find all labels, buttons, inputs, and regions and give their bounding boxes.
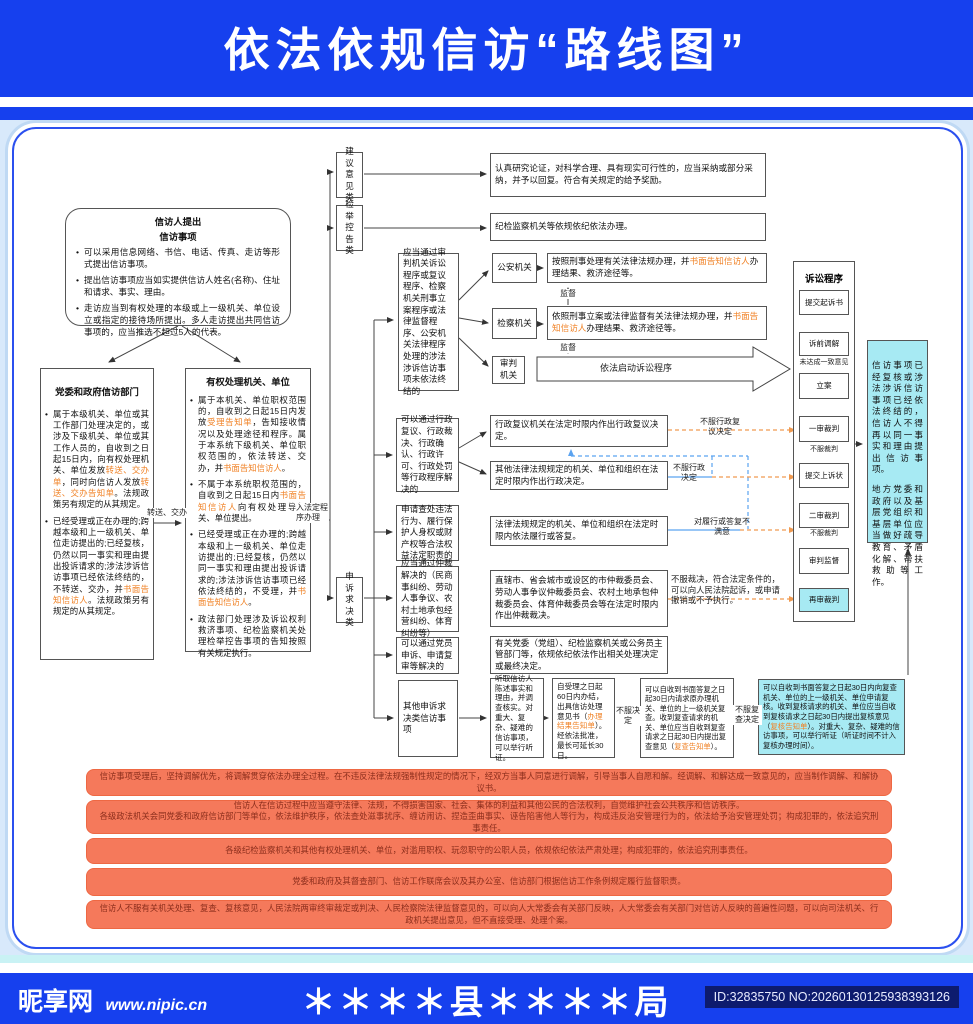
note-bar-order-line1: 信访人在信访过程中应当遵守法律、法规，不得损害国家、社会、集体的利益和其他公民的… (233, 799, 745, 810)
litigation-step-first-trial: 一审裁判 (799, 416, 849, 442)
admin-reconsideration-box: 行政复议机关在法定时限内作出行政复议决定。 (490, 415, 668, 447)
law-litigation-box: 应当通过审判机关诉讼程序或复议程序、检察机关刑事立案程序或法律监督程序、公安机关… (398, 247, 459, 396)
category-suggestion: 建议意见类 (336, 146, 363, 202)
suggestion-result-box: 认真研究论证，对科学合理、具有现实可行性的，应当采纳或部分采纳，并予以回复。符合… (490, 153, 766, 197)
label-refuse-judgment-1: 不服裁判 (799, 446, 849, 455)
poster-title: 依法依规信访“路线图” (223, 24, 750, 76)
petitioner-bullet: 走访应当到有权处理的本级或上一级机关、单位设立或指定的接待场所提出。多人走访提出… (76, 303, 280, 338)
litigation-step-appeal: 提交上诉状 (799, 463, 849, 488)
note-bar-order-line2: 各级政法机关会同党委和政府信访部门等单位，依法维护秩序，依法查处滋事扰序、缠访闹… (99, 811, 879, 833)
label-refuse-reconsideration: 不服行政复议决定 (700, 417, 740, 436)
police-result-box: 按照刑事处理有关法律法规办理，并书面告知信访人办理结果、救济途径等。 (547, 253, 767, 283)
police-box: 公安机关 (492, 253, 537, 283)
litigation-step-file-suit: 提交起诉书 (799, 290, 849, 315)
arbitration-result-box: 直辖市、省会城市或设区的市仲裁委员会、劳动人事争议仲裁委员会、农村土地承包仲裁委… (490, 570, 668, 627)
procuratorate-result-box: 依照刑事立案或法律监督有关法律法规办理，并书面告知信访人办理结果、救济途径等。 (547, 306, 767, 340)
organization-name: ＊＊＊＊县＊＊＊＊局 (301, 984, 672, 1022)
label-refuse-review: 不服复查决定 (732, 705, 762, 725)
report-result-box: 纪检监察机关等依规依纪依法办理。 (490, 213, 766, 241)
footer-bar: 昵享网 www.nipic.cn ＊＊＊＊县＊＊＊＊局 ID:32835750 … (0, 973, 973, 1024)
party-gov-bullet: 已经受理或正在办理的;跨越本级和上一级机关、单位走访提出的;已经复核，仍然以同一… (45, 516, 149, 618)
authorized-bullet: 属于本机关、单位职权范围的，自收到之日起15日内发放受理告知单，告知接收情况以及… (190, 395, 306, 474)
label-start-litigation: 依法启动诉讼程序 (599, 363, 672, 373)
site-logo: 昵享网 www.nipic.cn (18, 982, 207, 1018)
final-note-p2: 地方党委和政府以及基层党组织和基层单位应当做好疏导教育、矛盾化解、帮扶救助等工作… (872, 483, 923, 587)
note-bar-supervision: 党委和政府及其督查部门、信访工作联席会议及其办公室、信访部门根据信访工作条例规定… (86, 868, 892, 896)
party-member-appeal-box: 可以通过党员申诉、申请复审等解决的 (396, 637, 459, 674)
handle-60day-box: 自受理之日起60日内办结，出具信访处理意见书（办理结果告知单）。经依法批准，最长… (552, 678, 615, 760)
other-appeal-box: 其他申诉求决类信访事项 (398, 680, 458, 757)
note-bar-npc: 信访人不服有关机关处理、复查、复核意见，人民法院两审终审裁定或判决、人民检察院法… (86, 900, 892, 929)
recheck-box: 可以自收到书面答复之日起30日内向复查机关、单位的上一级机关、单位申请复核。收到… (758, 679, 905, 755)
litigation-step-retrial: 再审裁判 (799, 588, 849, 612)
arbitration-note: 不服裁决，符合法定条件的，可以向人民法院起诉，或申请撤销或不予执行。 (671, 574, 780, 605)
litigation-step-docket: 立案 (799, 373, 849, 399)
label-legal-procedure: 导入法定程序办理 (287, 503, 329, 523)
site-logo-url: www.nipic.cn (105, 997, 208, 1014)
petitioner-bullet: 可以采用信息网络、书信、电话、传真、走访等形式提出信访事项。 (76, 247, 280, 270)
duty-result-box: 法律法规规定的机关、单位和组织在法定时限内依法履行或答复。 (490, 516, 668, 546)
review-box: 可以自收到书面答复之日起30日内请求原办理机关、单位的上一级机关复查。收到复查请… (640, 678, 734, 758)
label-refuse-judgment-2: 不服裁判 (799, 530, 849, 539)
final-note-p1: 信访事项已经复核或涉法涉诉信访事项已经依法终结的，信访人不得再以同一事实和理由提… (872, 360, 923, 475)
header-bar: 依法依规信访“路线图” (0, 0, 973, 97)
litigation-step-supervision: 审判监督 (799, 548, 849, 574)
label-supervise-1: 监督 (556, 289, 580, 299)
party-gov-title: 党委和政府信访部门 (55, 387, 139, 397)
label-refuse-decision: 不服决定 (615, 706, 641, 726)
authorized-organ-title: 有权处理机关、单位 (206, 377, 290, 387)
court-box: 审判机关 (492, 356, 525, 384)
admin-decision-box: 其他法律法规规定的机关、单位和组织在法定时限内作出行政决定。 (490, 461, 668, 490)
duty-request-box: 申请查处违法行为、履行保护人身权或财产权等合法权益法定职责的 (396, 504, 459, 561)
petitioner-title-2: 信访事项 (159, 231, 197, 242)
arbitration-box: 应当通过仲裁解决的（民商事纠纷、劳动人事争议、农村土地承包经营纠纷、体育纠纷等） (396, 558, 459, 638)
party-member-result-box: 有关党委（党组）、纪检监察机关或公务员主管部门等，依规依纪依法作出相关处理决定或… (490, 636, 668, 674)
header-stripe (0, 107, 973, 120)
authorized-bullet: 政法部门处理涉及诉讼权利救济事项、纪检监察机关处理检举控告事项的告知按照有关规定… (190, 614, 306, 659)
hearing-box: 听取信访人陈述事实和理由，并调查核实。对重大、复杂、疑难的信访事项，可以举行听证… (490, 674, 544, 762)
admin-procedure-box: 可以通过行政复议、行政裁决、行政确认、行政许可、行政处罚等行政程序解决的 (396, 414, 459, 494)
petitioner-bullet: 提出信访事项应当如实提供信访人姓名(名称)、住址和请求、事实、理由。 (76, 275, 280, 298)
petitioner-box: 信访人提出 信访事项 可以采用信息网络、书信、电话、传真、走访等形式提出信访事项… (65, 208, 291, 337)
footer-white-strip (0, 963, 973, 973)
category-report: 检举控告类 (336, 199, 363, 255)
label-supervise-2: 监督 (556, 343, 580, 353)
party-gov-box: 党委和政府信访部门 属于本级机关、单位或其工作部门处理决定的，或涉及下级机关、单… (40, 368, 154, 660)
litigation-step-second-trial: 二审裁判 (799, 503, 849, 528)
final-note-box: 信访事项已经复核或涉法涉诉信访事项已经依法终结的，信访人不得再以同一事实和理由提… (867, 340, 928, 587)
note-bar-mediation: 信访事项受理后，坚持调解优先，将调解贯穿依法办理全过程。在不违反法律法规强制性规… (86, 769, 892, 796)
category-appeal: 申诉求决类 (336, 571, 363, 627)
label-unsatisfied-performance: 对履行或答复不满意 (694, 517, 750, 536)
authorized-bullet: 已经受理或正在办理的;跨越本级和上一级机关、单位走访提出的;已经复核，仍然以同一… (190, 529, 306, 608)
procuratorate-box: 检察机关 (492, 308, 537, 339)
label-refuse-admin-decision: 不服行政决定 (673, 463, 705, 482)
authorized-bullet: 不属于本系统职权范围的，自收到之日起15日内书面告知信访人向有权处理的机关、单位… (190, 479, 306, 524)
label-transfer-assign: 转送、交办 (146, 508, 188, 518)
label-no-agreement: 未达成一致意见 (797, 359, 851, 368)
note-bar-discipline: 各级纪检监察机关和其他有权处理机关、单位，对滥用职权、玩忽职守的公职人员，依规依… (86, 838, 892, 864)
note-bar-order: 信访人在信访过程中应当遵守法律、法规，不得损害国家、社会、集体的利益和其他公民的… (86, 800, 892, 834)
image-id-badge: ID:32835750 NO:20260130125938393126 (704, 986, 959, 1008)
petitioner-title-1: 信访人提出 (154, 217, 202, 227)
footer-edge-strip (0, 955, 973, 963)
litigation-title: 诉讼程序 (804, 274, 843, 285)
litigation-step-pre-mediation: 诉前调解 (799, 332, 849, 356)
party-gov-bullet: 属于本级机关、单位或其工作部门处理决定的，或涉及下级机关、单位或其工作人员的，自… (45, 409, 149, 511)
site-logo-name: 昵享网 (18, 988, 94, 1016)
